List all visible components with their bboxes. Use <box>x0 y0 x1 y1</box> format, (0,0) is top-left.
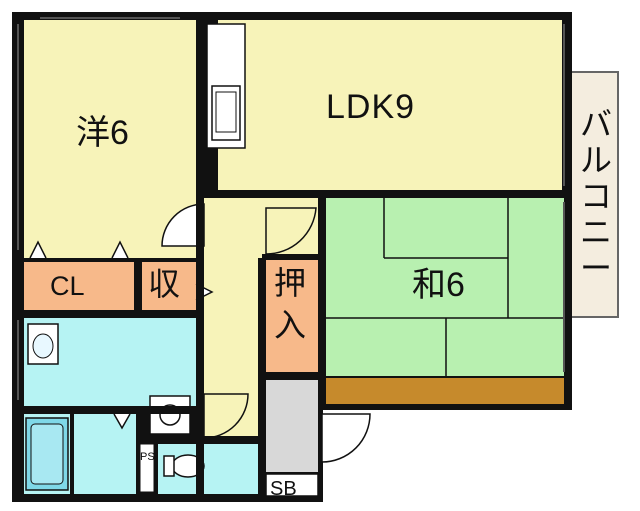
washing-machine <box>149 395 191 435</box>
storage-floor <box>142 262 196 310</box>
japanese-room-floor <box>326 198 564 376</box>
interior-walls <box>12 20 562 498</box>
shoe-box-label: SB <box>270 478 297 500</box>
western-room-floor <box>24 20 196 258</box>
washbasin-bowl <box>32 333 54 359</box>
oshiire-label: 押入 <box>273 265 306 343</box>
toilet-tank <box>163 455 175 477</box>
ldk-floor <box>218 20 562 190</box>
western-room-label: 洋6 <box>76 114 129 152</box>
tatami-lines <box>326 198 564 376</box>
bath-area-floor <box>74 414 136 494</box>
entrance-floor <box>266 380 318 472</box>
japanese-room-label: 和6 <box>412 266 465 304</box>
exterior-cutout-top <box>570 0 640 12</box>
kitchen-sink-inner <box>215 91 237 133</box>
balcony-label: バルコニー <box>579 106 612 286</box>
oshiire-floor <box>266 260 318 372</box>
ldk-label: LDK9 <box>326 88 416 126</box>
storage-label: 収 <box>148 266 181 302</box>
bathtub-inner <box>30 423 64 485</box>
door-swings <box>161 203 371 463</box>
pipe-space-label: PS <box>140 451 155 463</box>
windows <box>17 17 565 400</box>
closet-floor <box>24 262 134 310</box>
closet-label: CL <box>50 271 85 301</box>
japanese-room-floorboard <box>326 378 564 404</box>
